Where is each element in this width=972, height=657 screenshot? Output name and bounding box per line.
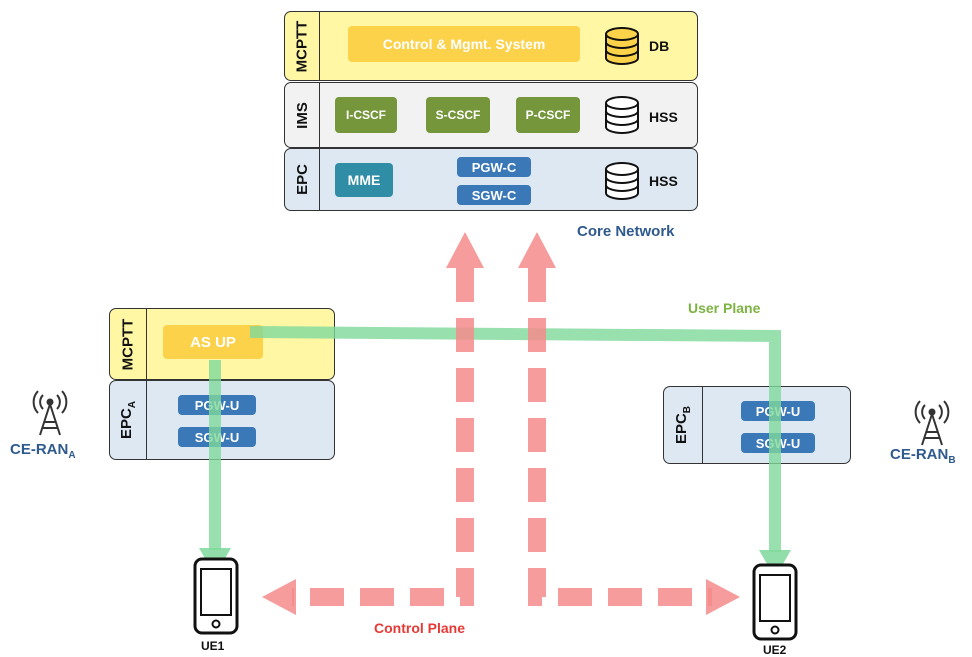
left-epc-label: EPCA [118,401,138,439]
icscf-function: I-CSCF [335,97,397,133]
right-ran-subscript: B [948,455,956,466]
pgw-c-function: PGW-C [457,157,531,177]
right-pgw-u-function: PGW-U [741,401,815,421]
control-plane-arrowhead-ue1 [262,579,296,615]
db-icon [605,27,639,65]
control-plane-arrowhead-core-right [518,232,556,268]
core-mcptt-label: MCPTT [293,20,311,72]
hss-database-icon [605,162,639,200]
core-ims-layer: IMS I-CSCF S-CSCF P-CSCF HSS [284,82,698,148]
left-mcptt-layer: MCPTT AS UP [109,308,335,380]
core-ims-label-cell: IMS [285,83,320,147]
control-mgmt-system: Control & Mgmt. System [348,26,580,62]
core-network-caption: Core Network [577,223,675,240]
control-plane-arrowhead-ue2 [706,579,740,615]
right-ran-label: CE-RANB [890,446,956,466]
db-label: DB [649,38,670,54]
right-epc-subscript: B [682,405,694,414]
hss-database-icon [605,96,639,134]
core-mcptt-layer: MCPTT Control & Mgmt. System DB [284,11,698,81]
left-ran-label-text: CE-RAN [10,441,69,458]
core-epc-label-cell: EPC [285,149,320,210]
left-pgw-u-function: PGW-U [178,395,256,415]
core-ims-label: IMS [293,101,311,129]
left-epc-label-text: EPC [118,408,136,440]
mme-function: MME [335,163,393,197]
right-antenna-icon [914,400,950,446]
right-epc-label-text: EPC [673,413,691,445]
ims-hss-label: HSS [649,109,678,125]
ue2-phone-icon [752,563,798,641]
epc-hss-label: HSS [649,173,678,189]
as-up-function: AS UP [163,325,263,359]
core-epc-layer: EPC MME PGW-C SGW-C HSS [284,148,698,211]
left-mcptt-label: MCPTT [119,318,137,370]
right-epc-layer: EPCB PGW-U SGW-U [663,386,851,464]
right-epc-label-cell: EPCB [664,387,703,463]
core-epc-label: EPC [293,164,311,195]
right-ran-label-text: CE-RAN [890,446,949,463]
left-mcptt-label-cell: MCPTT [110,309,147,379]
left-antenna-icon [32,390,68,436]
right-epc-label: EPCB [673,406,693,444]
ue2-label: UE2 [763,643,787,657]
left-epc-label-cell: EPCA [110,381,147,459]
control-plane-label: Control Plane [374,620,466,636]
left-epc-layer: EPCA PGW-U SGW-U [109,380,335,460]
core-mcptt-label-cell: MCPTT [285,12,320,80]
sgw-c-function: SGW-C [457,185,531,205]
left-ran-subscript: A [68,450,76,461]
scscf-function: S-CSCF [426,97,490,133]
user-plane-label: User Plane [688,300,761,316]
ue1-phone-icon [193,557,239,635]
ue1-label: UE1 [201,639,225,653]
pcscf-function: P-CSCF [516,97,580,133]
left-sgw-u-function: SGW-U [178,427,256,447]
left-epc-subscript: A [127,400,139,409]
left-ran-label: CE-RANA [10,441,76,461]
control-plane-arrowhead-core-left [446,232,484,268]
right-sgw-u-function: SGW-U [741,433,815,453]
control-plane-path [292,268,712,606]
